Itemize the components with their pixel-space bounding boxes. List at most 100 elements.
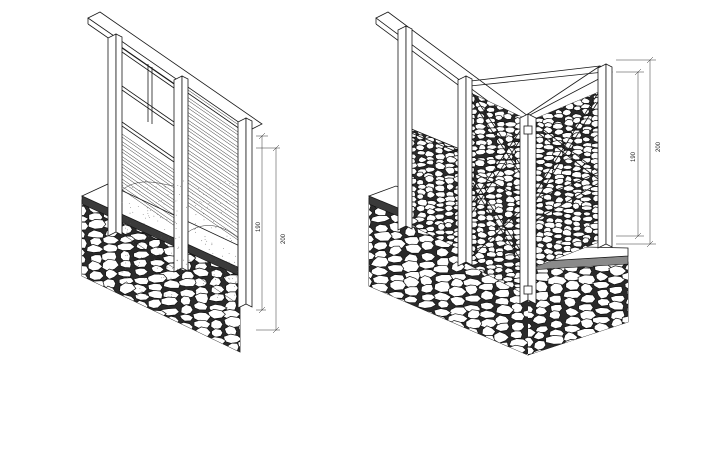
stone-shape xyxy=(417,114,428,120)
stone-shape xyxy=(132,375,147,386)
stone-shape xyxy=(375,319,389,327)
stone-shape xyxy=(132,420,149,427)
stone-shape xyxy=(525,374,533,379)
stone-shape xyxy=(574,53,581,58)
stone-shape xyxy=(242,376,254,385)
stone-shape xyxy=(435,128,444,133)
stone-shape xyxy=(406,413,418,424)
stone-shape xyxy=(582,37,592,42)
stone-shape xyxy=(602,21,610,26)
stone-shape xyxy=(413,108,425,112)
stone-shape xyxy=(85,342,102,350)
stone-shape xyxy=(417,199,427,206)
stone-shape xyxy=(417,87,427,94)
stone-shape xyxy=(554,85,563,92)
stone-shape xyxy=(446,104,454,110)
stone-shape xyxy=(361,346,376,356)
stone-shape xyxy=(404,287,419,296)
stone-shape xyxy=(524,92,534,98)
stone-shape xyxy=(435,351,453,359)
stone-shape xyxy=(466,396,479,407)
stone-shape xyxy=(376,309,388,319)
stone-shape xyxy=(179,441,194,448)
stone-shape xyxy=(593,52,601,57)
stone-shape xyxy=(209,429,224,440)
stone-shape xyxy=(573,226,581,231)
stone-shape xyxy=(551,372,564,380)
stone-shape xyxy=(90,154,101,162)
stone-shape xyxy=(150,427,163,438)
stone-shape xyxy=(74,393,87,403)
stone-shape xyxy=(89,179,103,186)
stone-shape xyxy=(373,346,391,353)
stone-shape xyxy=(356,355,375,365)
stone-shape xyxy=(131,326,147,335)
stone-shape xyxy=(544,74,554,79)
stone-shape xyxy=(456,32,468,38)
stone-shape xyxy=(517,364,524,370)
left-dimension-inner-label: 190 xyxy=(256,221,262,232)
stone-shape xyxy=(527,378,539,386)
stone-shape xyxy=(582,206,593,211)
stone-shape xyxy=(239,383,256,393)
stone-shape xyxy=(551,389,563,398)
stone-shape xyxy=(592,41,600,47)
stone-shape xyxy=(524,369,534,375)
stone-shape xyxy=(582,238,589,244)
stone-shape xyxy=(435,110,445,114)
stone-shape xyxy=(526,420,542,430)
stone-shape xyxy=(241,316,257,323)
stone-shape xyxy=(477,238,486,245)
stone-shape xyxy=(517,84,524,91)
stone-shape xyxy=(564,236,572,241)
stone-shape xyxy=(359,286,371,294)
stone-shape xyxy=(583,54,594,59)
stone-shape xyxy=(358,329,374,339)
stone-shape xyxy=(418,403,436,412)
stone-shape xyxy=(625,339,639,350)
stone-shape xyxy=(520,388,532,397)
stone-shape xyxy=(628,238,642,246)
stone-shape xyxy=(556,82,564,89)
stone-shape xyxy=(135,337,148,345)
stone-shape xyxy=(87,375,105,384)
stone-shape xyxy=(533,357,551,368)
stone-shape xyxy=(388,401,405,410)
stone-shape xyxy=(527,66,538,72)
stone-shape xyxy=(417,311,435,319)
stone-shape xyxy=(590,12,600,17)
stone-shape xyxy=(359,167,375,175)
stone-shape xyxy=(535,50,545,55)
stone-shape xyxy=(496,350,505,356)
stone-shape xyxy=(567,374,578,383)
stone-shape xyxy=(571,64,583,68)
stone-shape xyxy=(358,379,376,390)
stone-shape xyxy=(475,65,484,71)
stone-shape xyxy=(511,423,524,434)
stone-shape xyxy=(509,398,527,407)
stone-shape xyxy=(432,367,452,376)
stone-shape xyxy=(240,426,252,436)
stone-shape xyxy=(533,350,552,359)
stone-shape xyxy=(106,353,118,365)
stone-shape xyxy=(504,360,514,366)
stone-shape xyxy=(178,364,194,373)
stone-shape xyxy=(425,96,437,103)
stone-shape xyxy=(627,305,642,314)
stone-shape xyxy=(564,17,575,24)
stone-shape xyxy=(495,356,504,362)
stone-shape xyxy=(240,434,253,443)
stone-shape xyxy=(565,33,573,40)
stone-shape xyxy=(599,40,610,45)
stone-shape xyxy=(165,433,181,442)
stone-shape xyxy=(565,383,580,391)
stone-shape xyxy=(106,339,118,349)
stone-shape xyxy=(597,332,611,339)
stone-shape xyxy=(72,298,87,305)
stone-shape xyxy=(193,356,209,364)
stone-shape xyxy=(457,55,465,61)
stone-shape xyxy=(475,338,486,343)
stone-shape xyxy=(421,285,433,294)
stone-shape xyxy=(600,46,611,53)
stone-shape xyxy=(497,441,509,449)
